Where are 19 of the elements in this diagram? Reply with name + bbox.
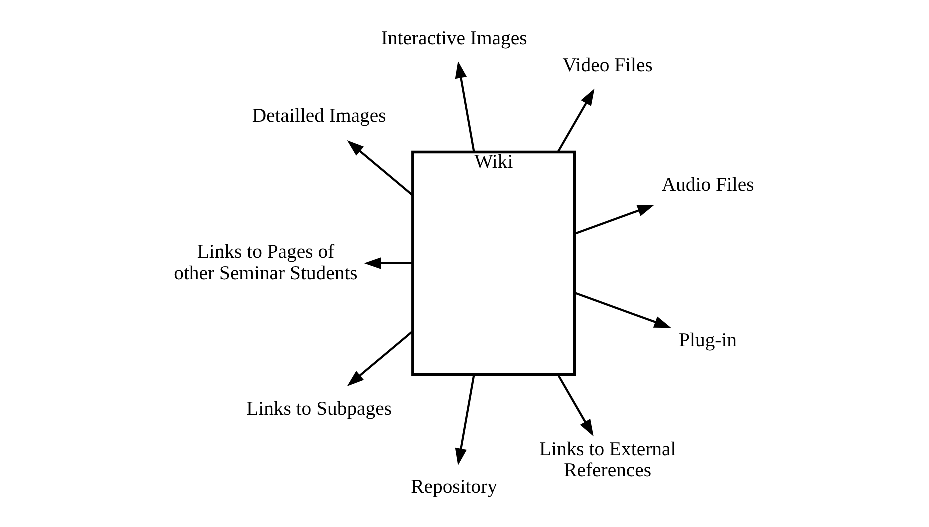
arrow [557,88,595,153]
node-text: Links to Subpages [246,398,392,420]
arrow [364,258,413,270]
arrow [455,61,476,152]
node-text: Audio Files [662,174,754,196]
node-text: Repository [411,476,498,498]
node-text: Interactive Images [381,27,528,50]
node-text: Links to Pages of other Seminar Students [174,241,358,284]
node-text: Plug-in [679,330,738,352]
node-text: Links to External References [540,438,676,482]
arrow [347,330,414,386]
arrow [557,374,594,437]
node-text: Detailled Images [252,105,386,128]
arrow [455,374,476,466]
arrow [574,205,655,236]
node-box: Wiki [412,150,576,376]
node-text: Video Files [562,54,653,76]
arrow [347,140,414,196]
arrow [574,292,672,328]
